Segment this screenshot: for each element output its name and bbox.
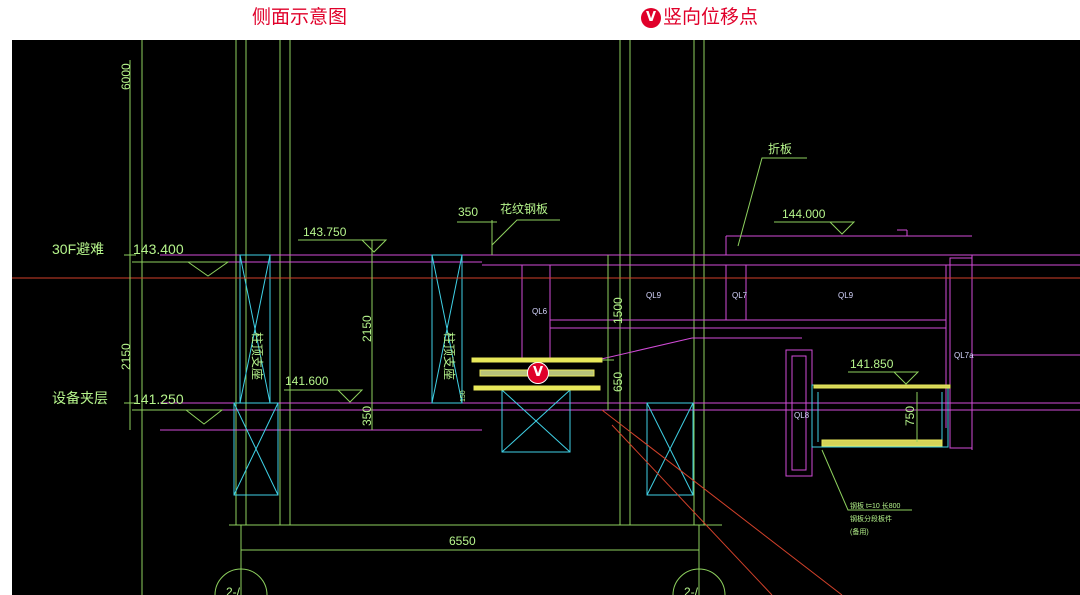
note-checker-plate: 花纹钢板 [500, 202, 549, 216]
floor-label-30f: 30F避难 [52, 241, 105, 257]
column-grid-lines [141, 40, 722, 595]
dimension-350-bottom: 350 [360, 405, 374, 426]
beam-label-q7a: QL7a [954, 351, 974, 360]
note-detail-3: (备用) [850, 529, 869, 536]
floor-slab-lines [160, 229, 1080, 477]
dimension-1500: 1500 [611, 297, 625, 324]
structural-column-boxes [233, 254, 949, 496]
section-cut-lines [12, 277, 1080, 595]
dimension-2150-left: 2150 [119, 343, 133, 370]
beam-label-q6: QL6 [532, 307, 548, 316]
elevation-143-750: 143.750 [303, 225, 347, 239]
cad-drawing-canvas: 30F避难 设备夹层 143.400 141.250 143.750 141.6… [12, 40, 1080, 595]
v-marker-icon: V [641, 8, 661, 28]
page-title-vertical-displacement-label: 竖向位移点 [663, 6, 759, 28]
note-column-mid: 柱顶支座 [442, 332, 456, 381]
beam-label-q8: QL8 [794, 411, 810, 420]
vertical-displacement-marker: V [527, 362, 549, 384]
axis-bubble-right: 2-/ [684, 585, 699, 595]
beam-label-q7: QL7 [732, 291, 748, 300]
dimension-650: 650 [611, 371, 625, 392]
note-steel-plate: 折板 [768, 142, 793, 156]
dimension-2150-mid: 2150 [360, 315, 374, 342]
elevation-141-600: 141.600 [285, 374, 329, 388]
page-title-side-view: 侧面示意图 [252, 6, 348, 28]
dimension-750: 750 [903, 405, 917, 426]
elevation-143-400: 143.400 [133, 241, 184, 257]
dimension-350-top: 350 [458, 205, 479, 219]
floor-label-equipment: 设备夹层 [52, 390, 108, 406]
dimension-6000: 6000 [119, 63, 133, 90]
note-column-left: 柱顶支座 [250, 332, 264, 381]
elevation-144-000: 144.000 [782, 207, 826, 221]
elevation-141-250: 141.250 [133, 391, 184, 407]
dimension-6550: 6550 [449, 534, 476, 548]
cad-linework [12, 40, 1080, 595]
note-detail-1: 钢板 t=10 长800 [850, 503, 901, 510]
dimension-150: 150 [460, 390, 467, 402]
axis-bubble-left: 2-/ [226, 585, 241, 595]
beam-label-q9b: QL9 [838, 291, 854, 300]
dimension-lines [124, 60, 920, 595]
elevation-141-850: 141.850 [850, 357, 894, 371]
note-detail-2: 钢板分段板件 [850, 516, 892, 523]
beam-label-q9a: QL9 [646, 291, 662, 300]
